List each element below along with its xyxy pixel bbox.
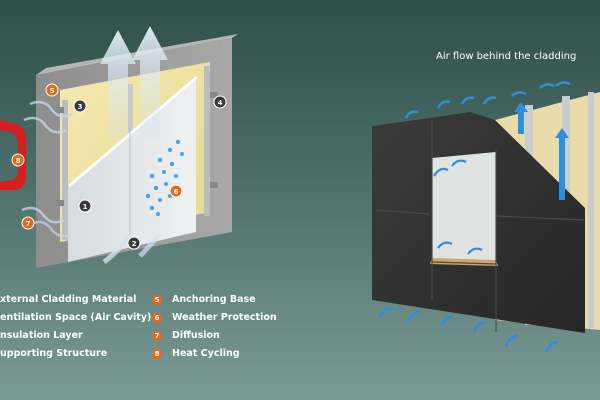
airflow-arrow-icon	[102, 232, 133, 264]
badge-8-label: 8	[16, 157, 21, 165]
badge-7: 7	[21, 216, 35, 230]
legend-text: nsulation Layer	[0, 330, 83, 341]
up-arrow-icon	[132, 26, 168, 140]
left-wall-illustration	[0, 26, 238, 268]
legend-badge: 7	[152, 331, 162, 341]
badge-8: 8	[11, 153, 25, 167]
badge-2-label: 2	[132, 240, 137, 248]
legend-item-8: 8 Heat Cycling	[152, 345, 277, 363]
wind-arrow-icon	[21, 206, 65, 224]
wind-arrow-icon	[29, 220, 73, 238]
window-opening	[432, 152, 496, 262]
up-arrow-icon	[100, 30, 136, 140]
badge-6-label: 6	[174, 188, 179, 196]
legend-badge: 8	[152, 349, 162, 359]
legend-right: 5 Anchoring Base 6 Weather Protection 7 Dif…	[152, 291, 277, 363]
heat-cycle-arrow-icon	[0, 120, 26, 190]
right-diagram-title: Air flow behind the cladding	[436, 51, 577, 62]
cladding-panel-edge	[68, 76, 198, 187]
badge-3-label: 3	[78, 103, 83, 111]
legend-text: Heat Cycling	[172, 348, 240, 359]
legend-item-7: 7 Diffusion	[152, 327, 277, 345]
badge-2: 2	[127, 236, 141, 250]
badge-3: 3	[73, 99, 87, 113]
badge-5-label: 5	[50, 87, 55, 95]
legend-item-1: xternal Cladding Material	[0, 291, 151, 309]
badge-1: 1	[78, 199, 92, 213]
legend-text: Weather Protection	[172, 312, 277, 323]
airflow-arrow-icon	[378, 306, 559, 353]
badge-4: 4	[213, 95, 227, 109]
up-arrow-icon	[514, 102, 569, 200]
legend-badge: 6	[152, 313, 162, 323]
vertical-rail	[588, 92, 594, 328]
legend-text: Anchoring Base	[172, 294, 256, 305]
anchor-bracket	[56, 107, 64, 113]
legend-text: xternal Cladding Material	[0, 294, 137, 305]
wind-arrow-icon	[23, 116, 67, 134]
legend-item-6: 6 Weather Protection	[152, 309, 277, 327]
anchor-bracket	[210, 92, 218, 98]
badge-5: 5	[45, 83, 59, 97]
right-wall-illustration	[372, 81, 600, 353]
support-rail	[62, 100, 68, 240]
legend-item-3: nsulation Layer	[0, 327, 151, 345]
legend-badge: 5	[152, 295, 162, 305]
legend-text: upporting Structure	[0, 348, 108, 359]
anchor-bracket	[56, 200, 64, 206]
cladding-panel	[68, 76, 196, 262]
airflow-arrow-icon	[404, 81, 571, 119]
legend-text: entilation Space (Air Cavity)	[0, 312, 152, 323]
panel-joint	[375, 209, 431, 215]
legend-item-4: upporting Structure	[0, 345, 151, 363]
wind-arrow-icon	[29, 100, 73, 118]
airflow-arrow-icon	[138, 234, 160, 258]
legend-item-2: entilation Space (Air Cavity)	[0, 309, 151, 327]
badge-4-label: 4	[218, 99, 223, 107]
legend-text: Diffusion	[172, 330, 220, 341]
airflow-arrow-icon	[433, 159, 483, 255]
legend-left: xternal Cladding Material entilation Spa…	[0, 291, 151, 363]
badge-1-label: 1	[83, 203, 88, 211]
badge-6: 6	[169, 184, 183, 198]
support-rail	[204, 66, 210, 216]
anchor-bracket	[210, 182, 218, 188]
legend-item-5: 5 Anchoring Base	[152, 291, 277, 309]
panel-joint	[495, 215, 585, 221]
badge-7-label: 7	[26, 220, 31, 228]
panel-joint	[431, 261, 497, 265]
water-droplet-icon	[145, 139, 184, 216]
